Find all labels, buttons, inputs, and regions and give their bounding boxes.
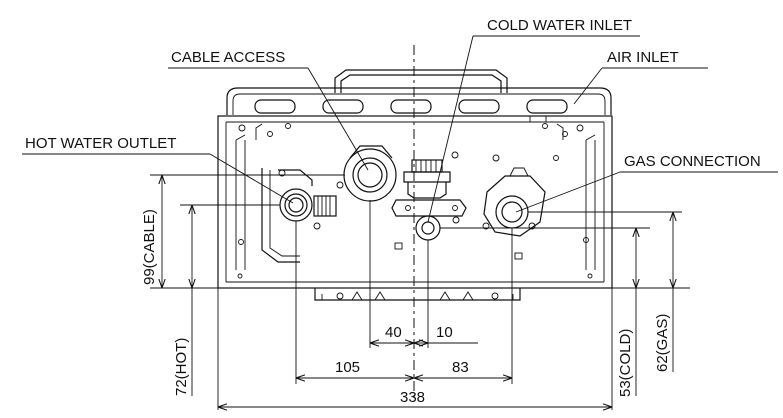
hot-height-dimension: 72(HOT) — [173, 338, 190, 396]
cable-access-fitting — [336, 145, 397, 202]
gas-connection-fitting — [482, 167, 546, 237]
hot-water-outlet-fitting — [261, 168, 337, 263]
cable-access-label: CABLE ACCESS — [171, 49, 285, 66]
cold-water-inlet-label: COLD WATER INLET — [487, 17, 632, 34]
overall-width-dimension: 338 — [400, 389, 425, 406]
hot-water-outlet-label: HOT WATER OUTLET — [25, 135, 176, 152]
cold-height-dimension: 53(COLD) — [617, 329, 634, 397]
air-inlet-label: AIR INLET — [607, 49, 679, 66]
gas-offset-dimension: 83 — [452, 359, 469, 376]
cable-offset-dimension: 40 — [385, 324, 402, 341]
callout-leaders — [22, 35, 778, 223]
right-vertical-dimensions — [440, 211, 690, 396]
left-vertical-dimensions — [150, 174, 345, 396]
unit-body — [217, 69, 613, 301]
hot-offset-dimension: 105 — [335, 359, 360, 376]
horizontal-dimensions — [217, 200, 613, 410]
cold-offset-dimension: 10 — [436, 324, 453, 341]
cable-height-dimension: 99(CABLE) — [141, 209, 158, 285]
gas-connection-label: GAS CONNECTION — [624, 153, 761, 170]
gas-height-dimension: 62(GAS) — [654, 314, 671, 372]
